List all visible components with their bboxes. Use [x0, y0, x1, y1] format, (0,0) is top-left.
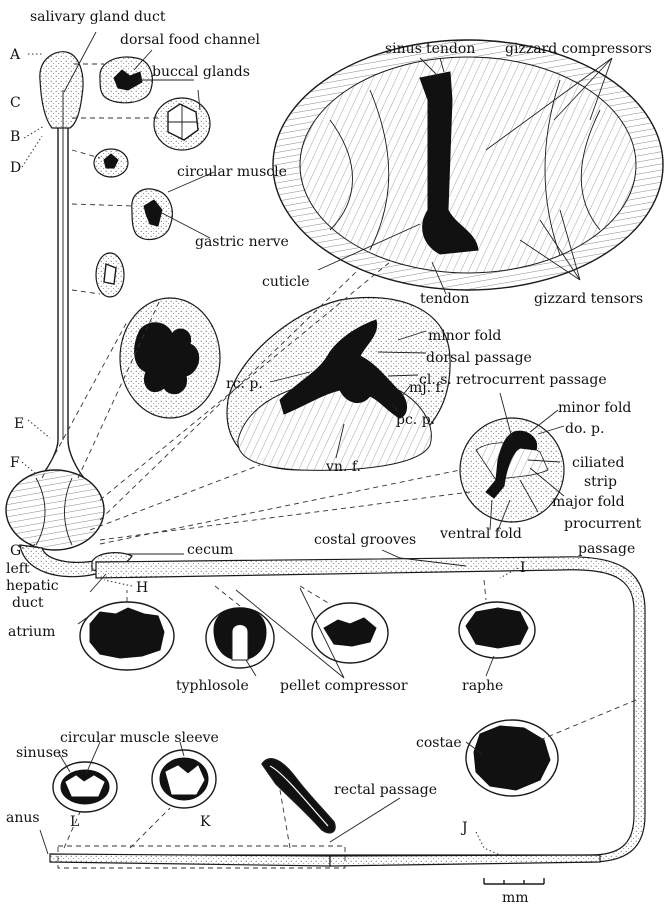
label-gastric-nerve: gastric nerve	[195, 234, 289, 250]
label-rc-p: rc. p.	[226, 376, 263, 392]
intestine	[20, 545, 645, 866]
label-tendon-top: tendon	[426, 41, 475, 57]
letter-f: F	[10, 455, 20, 471]
letter-j: J	[460, 820, 468, 836]
label-strip: strip	[584, 474, 617, 490]
label-pc-p: pc. p.	[396, 412, 435, 428]
label-costal-grooves: costal grooves	[314, 532, 416, 548]
label-procurrent: procurrent	[564, 516, 642, 532]
label-buccal-glands: buccal glands	[152, 64, 250, 80]
section-atrium	[80, 602, 174, 670]
section-buccal-glands	[154, 98, 210, 150]
label-gizzard-compressors: gizzard compressors	[505, 41, 652, 57]
label-dorsal-food-channel: dorsal food channel	[120, 32, 261, 48]
label-ciliated: ciliated	[572, 455, 625, 471]
section-pellet-compressor	[312, 603, 388, 663]
letter-l: L	[70, 814, 79, 830]
section-sinuses-a	[53, 762, 117, 812]
label-vn-f: vn. f.	[325, 459, 361, 475]
label-minor-fold-2: minor fold	[558, 400, 631, 416]
section-costae	[466, 720, 558, 796]
label-hepatic: hepatic	[6, 578, 59, 594]
label-minor-fold-1: minor fold	[428, 328, 501, 344]
letter-i: I	[520, 560, 526, 576]
label-pellet-compressor: pellet compressor	[280, 678, 408, 694]
section-esophagus-a	[94, 149, 128, 177]
label-costae: costae	[416, 735, 462, 751]
label-sinus: sinus	[385, 41, 422, 57]
label-mj-f: mj. f.	[409, 380, 445, 396]
section-sinuses-b	[152, 750, 216, 808]
label-raphe: raphe	[462, 678, 503, 694]
label-cecum: cecum	[187, 542, 233, 558]
section-raphe	[459, 602, 535, 658]
label-gizzard-tensors: gizzard tensors	[534, 291, 643, 307]
label-circular-muscle-sleeve: circular muscle sleeve	[60, 730, 219, 746]
section-typhlosole	[206, 608, 274, 668]
label-salivary-gland-duct: salivary gland duct	[30, 9, 166, 25]
letter-a: A	[9, 47, 21, 63]
label-tendon-bottom: tendon	[420, 291, 469, 307]
section-rectum	[262, 759, 335, 833]
letter-g: G	[10, 543, 21, 559]
letter-b: B	[10, 129, 20, 145]
label-ventral-fold: ventral fold	[439, 526, 522, 542]
label-dorsal-passage: dorsal passage	[426, 350, 532, 366]
section-esophagus-b	[132, 189, 173, 240]
label-sinuses: sinuses	[16, 745, 68, 761]
scale-unit: mm	[502, 890, 529, 905]
letter-d: D	[10, 160, 21, 176]
label-retrocurrent-passage: retrocurrent passage	[456, 372, 607, 388]
letter-c: C	[10, 95, 21, 111]
label-typhlosole: typhlosole	[176, 678, 249, 694]
letter-h: H	[136, 580, 148, 596]
label-left: left	[6, 561, 30, 577]
label-do-p: do. p.	[565, 421, 604, 437]
pharynx-esophagus	[40, 52, 84, 478]
label-atrium: atrium	[8, 624, 55, 640]
label-rectal-passage: rectal passage	[334, 782, 437, 798]
section-crop	[120, 298, 220, 418]
letter-k: K	[200, 814, 211, 830]
label-anus: anus	[6, 810, 40, 826]
letter-e: E	[14, 416, 24, 432]
section-esophagus-c	[96, 253, 124, 297]
label-duct: duct	[12, 595, 44, 611]
label-circular-muscle: circular muscle	[177, 164, 287, 180]
section-typhlosole-right	[460, 418, 564, 522]
label-major-fold: major fold	[552, 494, 625, 510]
section-gizzard-large	[273, 40, 663, 290]
scale-bar: mm	[484, 878, 544, 905]
label-passage: passage	[578, 541, 635, 557]
label-cuticle: cuticle	[262, 274, 310, 290]
gizzard	[6, 470, 104, 550]
